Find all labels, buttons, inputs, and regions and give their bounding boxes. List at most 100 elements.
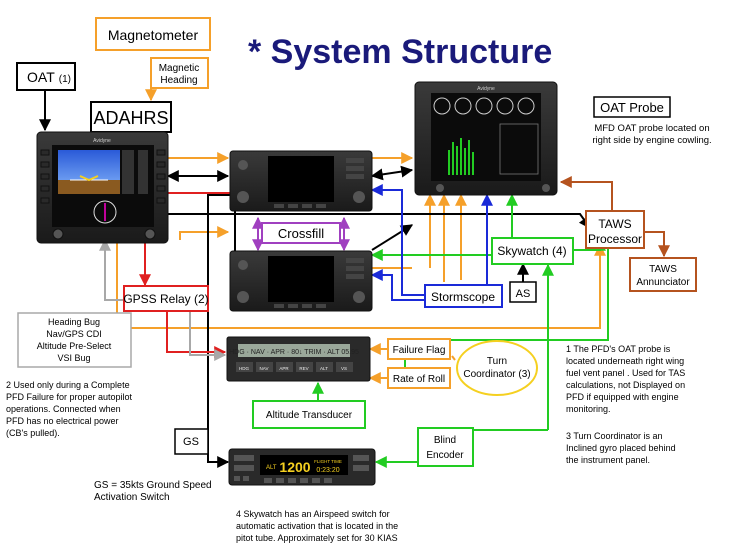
taws-annunciator-box: TAWS Annunciator: [629, 257, 697, 292]
ap-key-label: NAV: [260, 366, 269, 371]
orange-loop: [116, 240, 606, 329]
rate-of-roll-box: Rate of Roll: [387, 367, 451, 389]
transponder-mode: ALT: [266, 465, 277, 471]
gps1-gps2-black: [207, 194, 232, 468]
note1-line: calculations, not Displayed on: [566, 380, 685, 390]
as-box: AS: [509, 281, 537, 303]
failure-flag-label: Failure Flag: [393, 345, 446, 356]
ap-key-alt[interactable]: [316, 362, 333, 372]
magnetic-heading-box: Magnetic Heading: [150, 57, 209, 89]
xpdr-key[interactable]: [276, 478, 284, 483]
taws-processor-box: TAWS Processor: [585, 210, 645, 249]
mfd-knob-left[interactable]: [436, 184, 444, 192]
ap-key-nav[interactable]: [256, 362, 273, 372]
blue-gps2-storm: [370, 269, 425, 301]
turn-coordinator-line2: Coordinator (3): [463, 369, 530, 380]
xpdr-key[interactable]: [234, 476, 240, 481]
ap-key-label: APR: [279, 366, 289, 371]
note-2: 2 Used only during a Complete PFD Failur…: [6, 380, 133, 438]
ap-key-label: VS: [341, 366, 347, 371]
note1-line: fuel vent panel . Used for TAS: [566, 368, 685, 378]
as-label: AS: [516, 288, 531, 300]
xpdr-key[interactable]: [353, 465, 369, 471]
pfd-knob-left[interactable]: [52, 228, 64, 240]
ap-key-apr[interactable]: [276, 362, 293, 372]
note4-line: 4 Skywatch has an Airspeed switch for: [236, 509, 390, 519]
mfd-device: Avidyne: [414, 81, 558, 196]
mfd-knob-right[interactable]: [542, 184, 550, 192]
mfd-oat-note-1: MFD OAT probe located on: [594, 123, 709, 134]
gps2-mfd-black: [371, 224, 414, 251]
magnetometer-box: Magnetometer: [95, 17, 211, 51]
ap-key-rev[interactable]: [296, 362, 313, 372]
note4-line: pitot tube. Approximately set for 30 KIA…: [236, 533, 398, 543]
oat-label: OAT: [27, 69, 55, 85]
note-4: 4 Skywatch has an Airspeed switch for au…: [236, 509, 398, 543]
svg-text:OAT(1): OAT (1): [27, 69, 71, 85]
gs-box: GS: [174, 428, 209, 455]
red-gpss-ap: [166, 312, 227, 358]
autopilot-keys: HDG NAV APR REV ALT VS: [236, 362, 353, 372]
note1-line: PFD if equipped with engine: [566, 392, 679, 402]
heading-bug-line1: Heading Bug: [48, 317, 100, 327]
xpdr-key[interactable]: [300, 478, 308, 483]
rate-of-roll-label: Rate of Roll: [393, 374, 445, 385]
gs-note-line: Activation Switch: [94, 492, 170, 503]
gs-label: GS: [183, 436, 199, 448]
gps1-nav-knob[interactable]: [353, 191, 365, 203]
taws-annunciator-line2: Annunciator: [636, 277, 690, 288]
oat-note-ref: (1): [59, 74, 71, 85]
gs-note-line: GS = 35kts Ground Speed: [94, 480, 212, 491]
blind-encoder-line1: Blind: [434, 435, 456, 446]
transponder-unit: ALT 1200 FLIGHT TIME 0:23:20: [228, 448, 376, 486]
xpdr-key[interactable]: [234, 465, 254, 471]
orange-tc-ff: [451, 355, 456, 361]
note3-line: 3 Turn Coordinator is an: [566, 431, 663, 441]
note1-line: monitoring.: [566, 404, 611, 414]
gps1-vol-knob[interactable]: [238, 160, 248, 170]
gpss-relay-box: GPSS Relay (2): [123, 285, 209, 312]
heading-bug-line3: Altitude Pre-Select: [37, 341, 112, 351]
xpdr-key[interactable]: [234, 455, 254, 461]
xpdr-key[interactable]: [312, 478, 320, 483]
gps2-vol-knob[interactable]: [238, 260, 248, 270]
gpss-relay-label: GPSS Relay (2): [123, 292, 208, 306]
note3-line: the instrument panel.: [566, 455, 650, 465]
note1-line: located underneath right wing: [566, 356, 684, 366]
heading-bug-line4: VSI Bug: [57, 353, 90, 363]
xpdr-key[interactable]: [353, 455, 369, 461]
note2-line: (CB's pulled).: [6, 428, 60, 438]
gps1-com-knob[interactable]: [237, 191, 249, 203]
xpdr-key[interactable]: [243, 476, 249, 481]
brown-mfd-taws: [559, 176, 613, 210]
pfd-knob-right[interactable]: [144, 228, 156, 240]
ap-key-hdg[interactable]: [236, 362, 253, 372]
mfd-oat-note-2: right side by engine cowling.: [592, 135, 711, 146]
magnetic-heading-line1: Magnetic: [159, 63, 200, 74]
taws-annunciator-line1: TAWS: [649, 264, 677, 275]
ap-key-vs[interactable]: [336, 362, 353, 372]
gs-note: GS = 35kts Ground Speed Activation Switc…: [94, 480, 212, 503]
xpdr-key[interactable]: [324, 478, 332, 483]
gps-navcom-1: [229, 150, 373, 212]
xpdr-key[interactable]: [288, 478, 296, 483]
turn-coordinator-line1: Turn: [487, 356, 507, 367]
note3-line: Inclined gyro placed behind: [566, 443, 676, 453]
gps-navcom-2: [229, 250, 373, 312]
blind-encoder-box: Blind Encoder: [417, 427, 474, 467]
gps1-mfd-black: [370, 165, 414, 181]
page-title: * System Structure: [248, 33, 552, 71]
note2-line: PFD Failure for proper autopilot: [6, 392, 133, 402]
ap-key-label: REV: [299, 366, 308, 371]
transponder-ft: 0:23:20: [316, 467, 339, 474]
pfd-brand: Avidyne: [93, 138, 111, 144]
gps2-com-knob[interactable]: [237, 291, 249, 303]
xpdr-key[interactable]: [264, 478, 272, 483]
oat-box: OAT (1): [16, 62, 76, 91]
adahrs-box: ADAHRS: [90, 101, 172, 133]
gps2-nav-knob[interactable]: [353, 291, 365, 303]
pfd-device: Avidyne: [36, 131, 169, 244]
magnetic-heading-line2: Heading: [160, 75, 197, 86]
blind-encoder-line2: Encoder: [426, 450, 464, 461]
